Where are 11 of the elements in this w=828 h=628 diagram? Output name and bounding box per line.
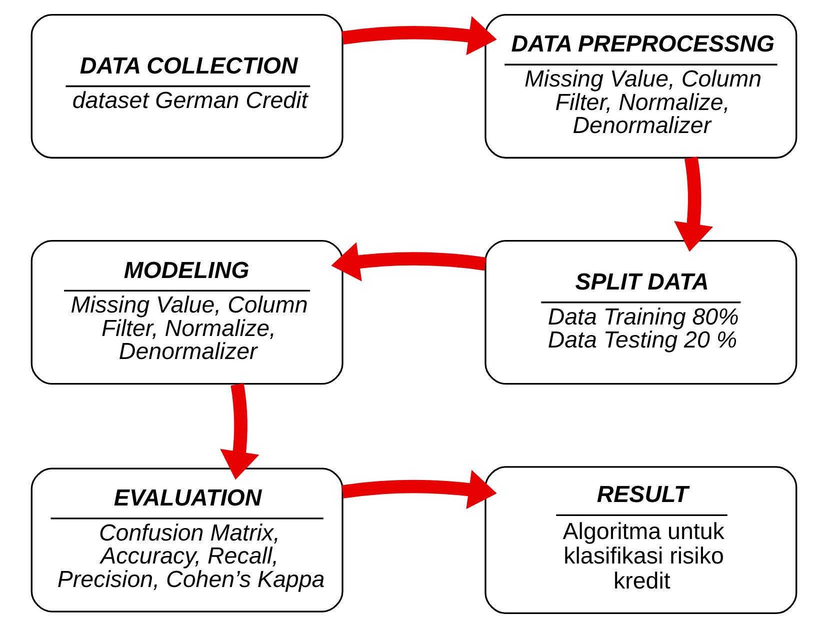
arrow: [331, 242, 486, 282]
node-box: DATA COLLECTION dataset German Credit: [30, 14, 344, 159]
arrow: [342, 16, 497, 56]
node-box: RESULT Algoritma untuk klasifikasi risiko kredit: [484, 466, 798, 614]
node-box: SPLIT DATA Data Training 80% Data Testing 20 %: [484, 240, 798, 385]
arrow: [674, 156, 714, 252]
node-box: DATA PREPROCESSNG Missing Value, Column Filter, Normalize, Denormalizer: [484, 14, 798, 159]
arrow: [220, 383, 260, 480]
node-box: MODELING Missing Value, Column Filter, Normalize, Denormalizer: [30, 240, 344, 385]
node-box: EVALUATION Confusion Matrix, Accuracy, Recall, Precision, Cohen’s Kappa: [30, 468, 344, 612]
arrow: [342, 470, 497, 510]
